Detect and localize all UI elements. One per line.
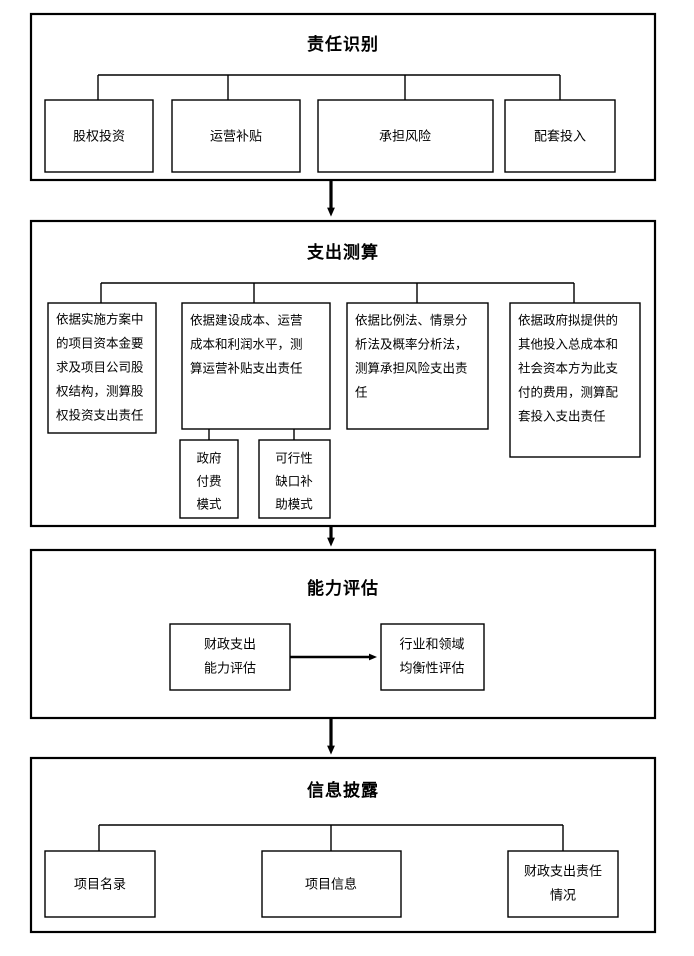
node-calc-subsidy[interactable]: 依据建设成本、运营 成本和利润水平，测 算运营补贴支出责任 [181, 302, 331, 430]
stage-4-title: 信息披露 [307, 780, 379, 801]
node-supporting-input[interactable]: 配套投入 [504, 99, 616, 173]
stage-4-group: 信息披露 项目名录 项目信息 财政支出责任 情况 [29, 756, 657, 934]
node-calc-subsidy-line-1: 依据建设成本、运营 [190, 313, 303, 328]
node-calc-supporting-line-3: 社会资本方为此支 [518, 361, 619, 376]
node-calc-supporting-line-2: 其他投入总成本和 [518, 337, 618, 352]
node-calc-equity-line-1: 依据实施方案中 [56, 312, 144, 327]
node-calc-supporting-line-5: 套投入支出责任 [518, 409, 606, 424]
node-viability-gap-mode-line-2: 缺口补 [275, 474, 313, 489]
stage-3-group: 能力评估 财政支出 能力评估 行业和领域 均衡性评估 [29, 548, 657, 720]
node-equity-investment[interactable]: 股权投资 [44, 99, 154, 173]
stage-3-panel [29, 548, 657, 720]
node-calc-equity-line-5: 权投资支出责任 [56, 408, 144, 423]
node-project-info[interactable]: 项目信息 [261, 850, 402, 918]
node-fiscal-responsibility-line-2: 情况 [550, 889, 576, 904]
stage-2-group: 支出测算 依据实施方案中 的项目资本金要 求及项目公司股 权结构，测算股 权投资… [29, 219, 657, 528]
node-calc-subsidy-line-2: 成本和利润水平，测 [190, 337, 303, 352]
node-supporting-input-label: 配套投入 [534, 129, 586, 145]
node-industry-balance-line-1: 行业和领域 [399, 638, 464, 653]
node-fiscal-capacity-line-1: 财政支出 [204, 638, 256, 653]
node-calc-risk[interactable]: 依据比例法、情景分 析法及概率分析法， 测算承担风险支出责 任 [346, 302, 489, 430]
node-industry-balance[interactable]: 行业和领域 均衡性评估 [380, 623, 485, 691]
node-operation-subsidy-label: 运营补贴 [210, 130, 262, 145]
node-gov-payment-mode[interactable]: 政府 付费 模式 [179, 439, 239, 519]
node-calc-supporting-line-1: 依据政府拟提供的 [518, 313, 618, 328]
node-operation-subsidy[interactable]: 运营补贴 [171, 99, 301, 173]
node-viability-gap-mode-line-3: 助模式 [275, 497, 313, 512]
node-equity-investment-label: 股权投资 [73, 129, 125, 145]
node-calc-risk-line-1: 依据比例法、情景分 [355, 313, 468, 328]
stage-2-subconnectors [208, 429, 295, 440]
node-calc-supporting[interactable]: 依据政府拟提供的 其他投入总成本和 社会资本方为此支 付的费用，测算配 套投入支… [509, 302, 641, 458]
node-calc-equity-line-3: 求及项目公司股 [56, 360, 144, 375]
stage-2-title: 支出测算 [307, 242, 379, 263]
node-industry-balance-line-2: 均衡性评估 [399, 662, 464, 677]
node-gov-payment-mode-line-2: 付费 [196, 474, 221, 489]
node-bear-risk[interactable]: 承担风险 [317, 99, 494, 173]
node-calc-risk-line-3: 测算承担风险支出责 [355, 361, 468, 376]
node-fiscal-responsibility[interactable]: 财政支出责任 情况 [507, 850, 619, 918]
node-viability-gap-mode[interactable]: 可行性 缺口补 助模式 [258, 439, 331, 519]
stage-1-group: 责任识别 股权投资 运营补贴 承担风险 [29, 12, 657, 182]
stage-2-connectors [100, 282, 575, 303]
node-calc-risk-line-4: 任 [355, 385, 368, 400]
node-calc-equity-line-4: 权结构，测算股 [56, 384, 144, 399]
node-project-catalog-label: 项目名录 [74, 877, 126, 893]
node-viability-gap-mode-line-1: 可行性 [275, 451, 313, 466]
node-fiscal-responsibility-line-1: 财政支出责任 [524, 865, 602, 880]
stage-4-connectors [98, 824, 564, 851]
node-bear-risk-label: 承担风险 [379, 130, 431, 145]
node-calc-risk-line-2: 析法及概率分析法， [355, 337, 468, 352]
node-calc-subsidy-line-3: 算运营补贴支出责任 [190, 361, 303, 376]
node-calc-equity[interactable]: 依据实施方案中 的项目资本金要 求及项目公司股 权结构，测算股 权投资支出责任 [47, 302, 157, 434]
node-calc-supporting-line-4: 付的费用，测算配 [518, 385, 619, 400]
node-project-info-label: 项目信息 [305, 877, 357, 893]
node-gov-payment-mode-line-3: 模式 [196, 497, 222, 512]
stage-1-title: 责任识别 [307, 34, 379, 55]
node-project-catalog[interactable]: 项目名录 [44, 850, 156, 918]
node-fiscal-capacity-line-2: 能力评估 [204, 662, 256, 677]
stage-1-connectors [97, 74, 561, 100]
stage-3-title: 能力评估 [307, 578, 379, 599]
node-calc-equity-line-2: 的项目资本金要 [56, 336, 144, 351]
node-fiscal-capacity[interactable]: 财政支出 能力评估 [169, 623, 291, 691]
node-gov-payment-mode-line-1: 政府 [196, 451, 221, 466]
